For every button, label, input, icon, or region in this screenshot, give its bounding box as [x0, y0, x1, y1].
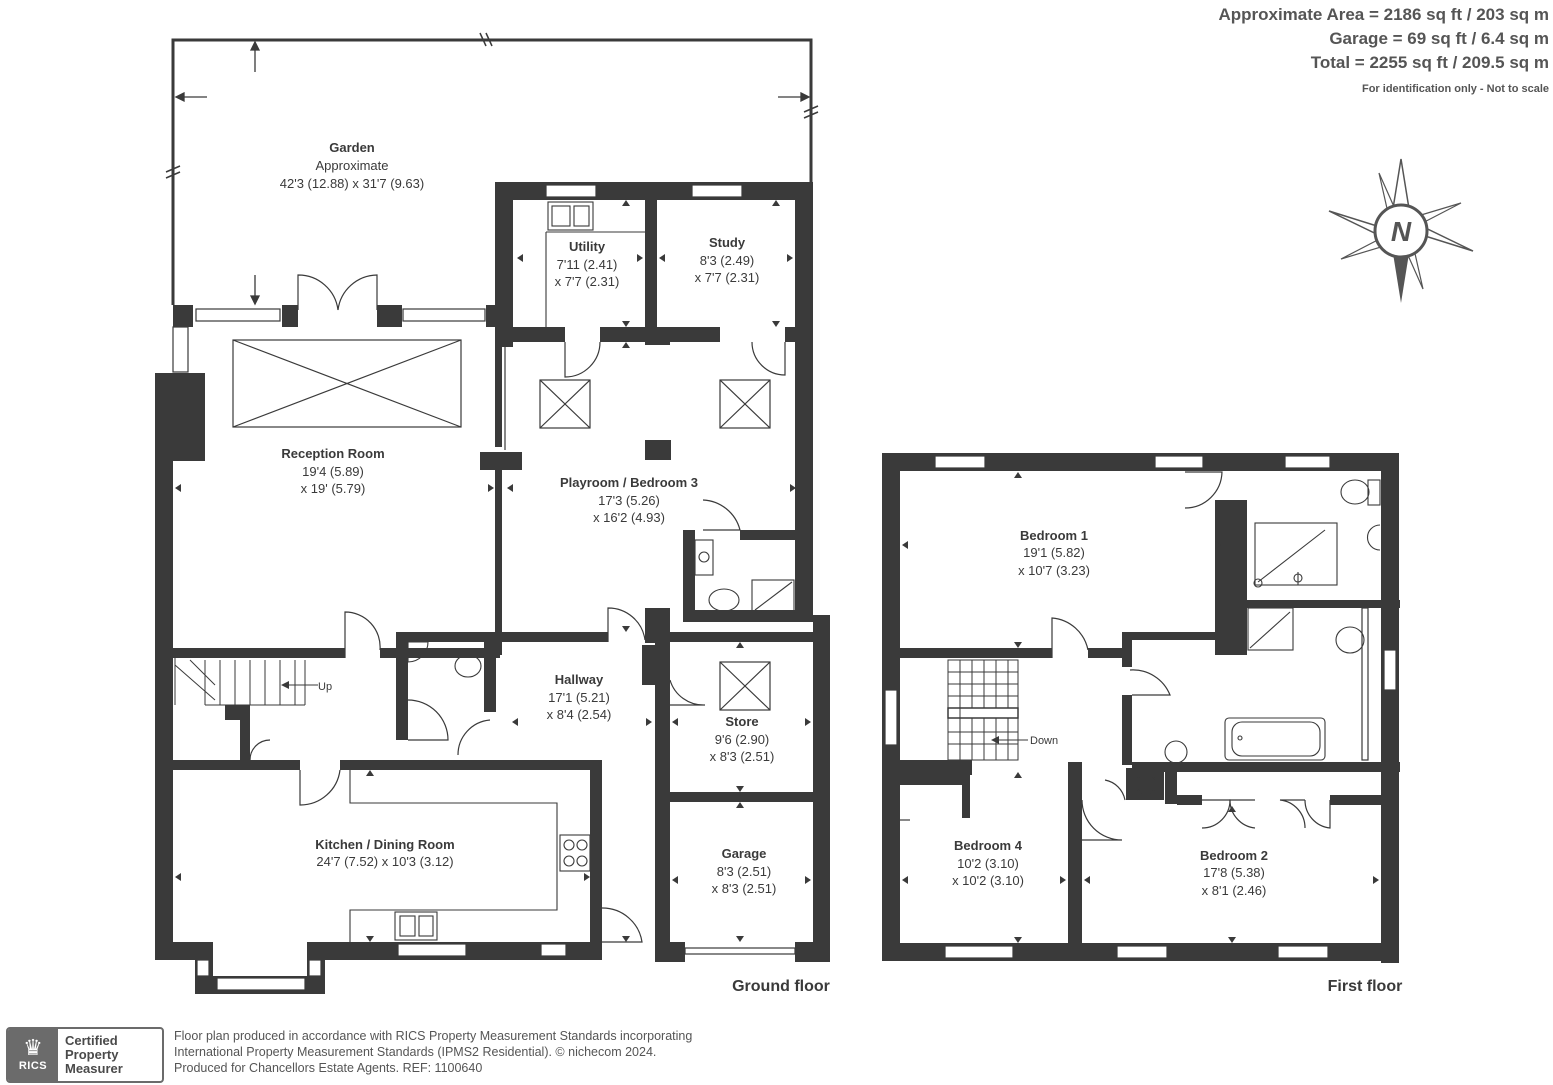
kitchen-units	[349, 201, 645, 942]
first-stairs	[947, 659, 1028, 761]
first-dimension-ticks	[902, 472, 1379, 943]
rics-certified-badge: ♛ RICS Certified Property Measurer	[6, 1027, 164, 1083]
first-floor-doors	[900, 471, 1331, 841]
bedroom2-label: Bedroom 2	[1200, 848, 1268, 863]
garage-label: Garage	[722, 846, 767, 861]
rics-logo: ♛ RICS	[8, 1029, 58, 1081]
kitchen-dims: 24'7 (7.52) x 10'3 (3.12)	[316, 854, 453, 869]
bedroom1-label: Bedroom 1	[1020, 528, 1088, 543]
rics-badge-text: Certified Property Measurer	[58, 1029, 162, 1081]
footer-line2: International Property Measurement Stand…	[174, 1045, 656, 1059]
study-dim2: x 7'7 (2.31)	[695, 270, 760, 285]
reception-skylight	[232, 339, 771, 711]
footer-line1: Floor plan produced in accordance with R…	[174, 1029, 692, 1043]
badge-line2: Property	[65, 1047, 119, 1062]
playroom-label: Playroom / Bedroom 3	[560, 475, 698, 490]
garden-outline	[171, 38, 813, 305]
study-label: Study	[709, 235, 746, 250]
total-area: Total = 2255 sq ft / 209.5 sq m	[1311, 53, 1549, 72]
garden-dimension-arrows	[174, 40, 811, 306]
bedroom4-label: Bedroom 4	[954, 838, 1023, 853]
reception-dim2: x 19' (5.79)	[301, 481, 366, 496]
ground-stairs	[174, 658, 318, 706]
compass-letter: N	[1391, 216, 1412, 247]
bedroom4-dim1: 10'2 (3.10)	[957, 856, 1019, 871]
store-label: Store	[725, 714, 758, 729]
garage-area: Garage = 69 sq ft / 6.4 sq m	[1329, 29, 1549, 48]
kitchen-label: Kitchen / Dining Room	[315, 837, 454, 852]
scale-note: For identification only - Not to scale	[1362, 83, 1549, 95]
store-dim2: x 8'3 (2.51)	[710, 749, 775, 764]
hallway-label: Hallway	[555, 672, 604, 687]
utility-label: Utility	[569, 239, 606, 254]
utility-dim1: 7'11 (2.41)	[557, 257, 618, 272]
reception-label: Reception Room	[281, 446, 384, 461]
ground-floor-doors	[249, 274, 786, 943]
playroom-dim1: 17'3 (5.26)	[598, 493, 660, 508]
hallway-dim2: x 8'4 (2.54)	[547, 707, 612, 722]
ground-dimension-ticks	[175, 200, 811, 942]
ground-sanitary	[407, 539, 795, 678]
rics-lion-icon: ♛	[23, 1036, 43, 1061]
bedroom4-dim2: x 10'2 (3.10)	[952, 873, 1024, 888]
utility-dim2: x 7'7 (2.31)	[555, 274, 620, 289]
rics-logo-text: RICS	[18, 1060, 48, 1072]
ground-floor-label: Ground floor	[732, 978, 830, 995]
first-floor-windows	[884, 455, 1397, 959]
bedroom1-dim2: x 10'7 (3.23)	[1018, 563, 1090, 578]
garage-dim2: x 8'3 (2.51)	[712, 881, 777, 896]
garden-label: Garden	[329, 140, 375, 155]
stairs-down-label: Down	[1030, 735, 1058, 747]
first-floor-label: First floor	[1328, 978, 1403, 995]
compass-icon: N	[1328, 158, 1474, 303]
playroom-dim2: x 16'2 (4.93)	[593, 510, 665, 525]
bedroom2-dim2: x 8'1 (2.46)	[1202, 883, 1267, 898]
badge-line3: Measurer	[65, 1061, 123, 1076]
approximate-area: Approximate Area = 2186 sq ft / 203 sq m	[1218, 5, 1549, 24]
garden-dims: 42'3 (12.88) x 31'7 (9.63)	[280, 176, 424, 191]
study-dim1: 8'3 (2.49)	[700, 253, 755, 268]
first-sanitary	[1135, 479, 1381, 795]
windows	[172, 184, 796, 991]
garage-dim1: 8'3 (2.51)	[717, 864, 772, 879]
stairs-up-label: Up	[318, 681, 332, 693]
badge-line1: Certified	[65, 1033, 118, 1048]
boiler-label: W	[1141, 780, 1151, 791]
garden-sub: Approximate	[316, 158, 389, 173]
footer-line3: Produced for Chancellors Estate Agents. …	[174, 1061, 482, 1075]
hallway-dim1: 17'1 (5.21)	[548, 690, 610, 705]
store-dim1: 9'6 (2.90)	[715, 732, 770, 747]
bedroom2-dim1: 17'8 (5.38)	[1203, 865, 1265, 880]
reception-dim1: 19'4 (5.89)	[302, 464, 364, 479]
garden-break-marks	[165, 32, 819, 179]
bedroom1-dim1: 19'1 (5.82)	[1023, 545, 1085, 560]
